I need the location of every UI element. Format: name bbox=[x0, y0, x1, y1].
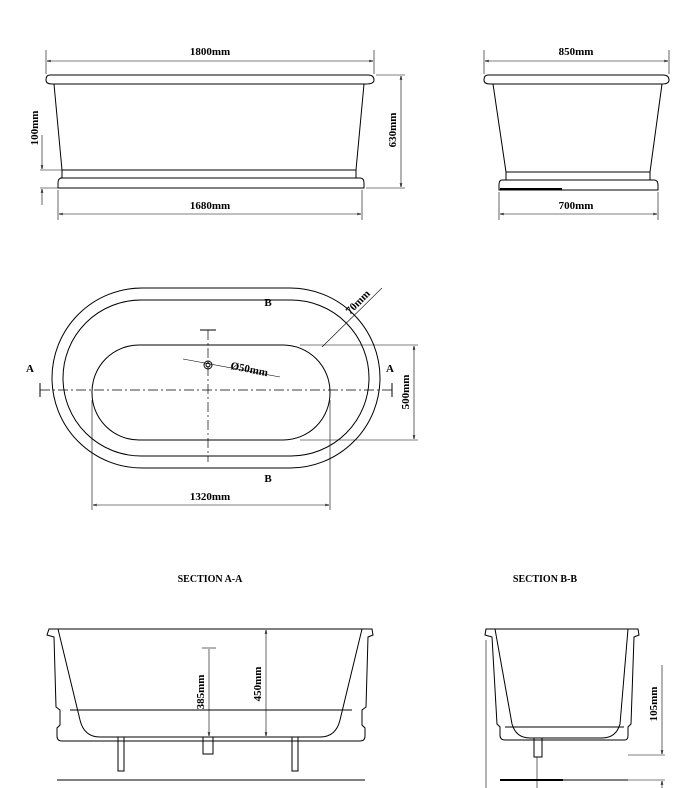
internal-depth-label: 450mm bbox=[252, 667, 264, 702]
section-b-trap bbox=[533, 737, 543, 758]
side-body bbox=[492, 83, 663, 173]
front-view: 1800mm 1680mm 100mm 630mm bbox=[29, 46, 405, 220]
waste-outlet bbox=[203, 360, 213, 370]
waste-height-label: 385mm bbox=[195, 675, 207, 710]
section-a-shell bbox=[46, 628, 374, 742]
section-a-a: SECTION A-A 385mm 450mm bbox=[46, 574, 374, 781]
base-offset-label: 105mm bbox=[648, 687, 660, 722]
rim-width-label: 70mm bbox=[344, 288, 373, 317]
overall-width-label: 850mm bbox=[559, 46, 594, 58]
base-length-label: 1680mm bbox=[190, 200, 230, 212]
section-a-right: A bbox=[386, 363, 394, 375]
overall-length-label: 1800mm bbox=[190, 46, 230, 58]
waste-trap bbox=[202, 736, 214, 755]
front-plinth bbox=[57, 177, 365, 189]
basin-outline bbox=[91, 344, 331, 441]
outer-rim bbox=[51, 287, 381, 469]
plinth-height-label: 100mm bbox=[29, 111, 41, 146]
inner-length-label: 1320mm bbox=[190, 491, 230, 503]
side-view: 850mm 700mm bbox=[483, 46, 670, 220]
inner-width-label: 500mm bbox=[400, 375, 412, 410]
section-b-title: SECTION B-B bbox=[513, 574, 578, 585]
section-a-left: A bbox=[26, 363, 34, 375]
side-band bbox=[505, 172, 651, 180]
inner-rim bbox=[62, 299, 370, 457]
side-plinth bbox=[498, 179, 659, 191]
section-b-bottom: B bbox=[264, 473, 272, 485]
plan-view: A A B B Ø50mm 70mm 500mm 1320mm bbox=[26, 287, 418, 510]
section-a-title: SECTION A-A bbox=[178, 574, 244, 585]
waste-diameter-label: Ø50mm bbox=[229, 360, 268, 379]
foot-left bbox=[117, 736, 125, 772]
section-b-shell bbox=[484, 628, 640, 741]
front-band bbox=[61, 170, 357, 178]
base-width-label: 700mm bbox=[559, 200, 594, 212]
foot-right bbox=[291, 736, 299, 772]
front-body bbox=[53, 83, 365, 171]
overall-height-label: 630mm bbox=[387, 113, 399, 148]
section-b-top: B bbox=[264, 297, 272, 309]
side-rim bbox=[483, 74, 670, 85]
section-b-b: SECTION B-B 280mm 105mm bbox=[484, 574, 665, 788]
front-rim bbox=[45, 74, 375, 85]
